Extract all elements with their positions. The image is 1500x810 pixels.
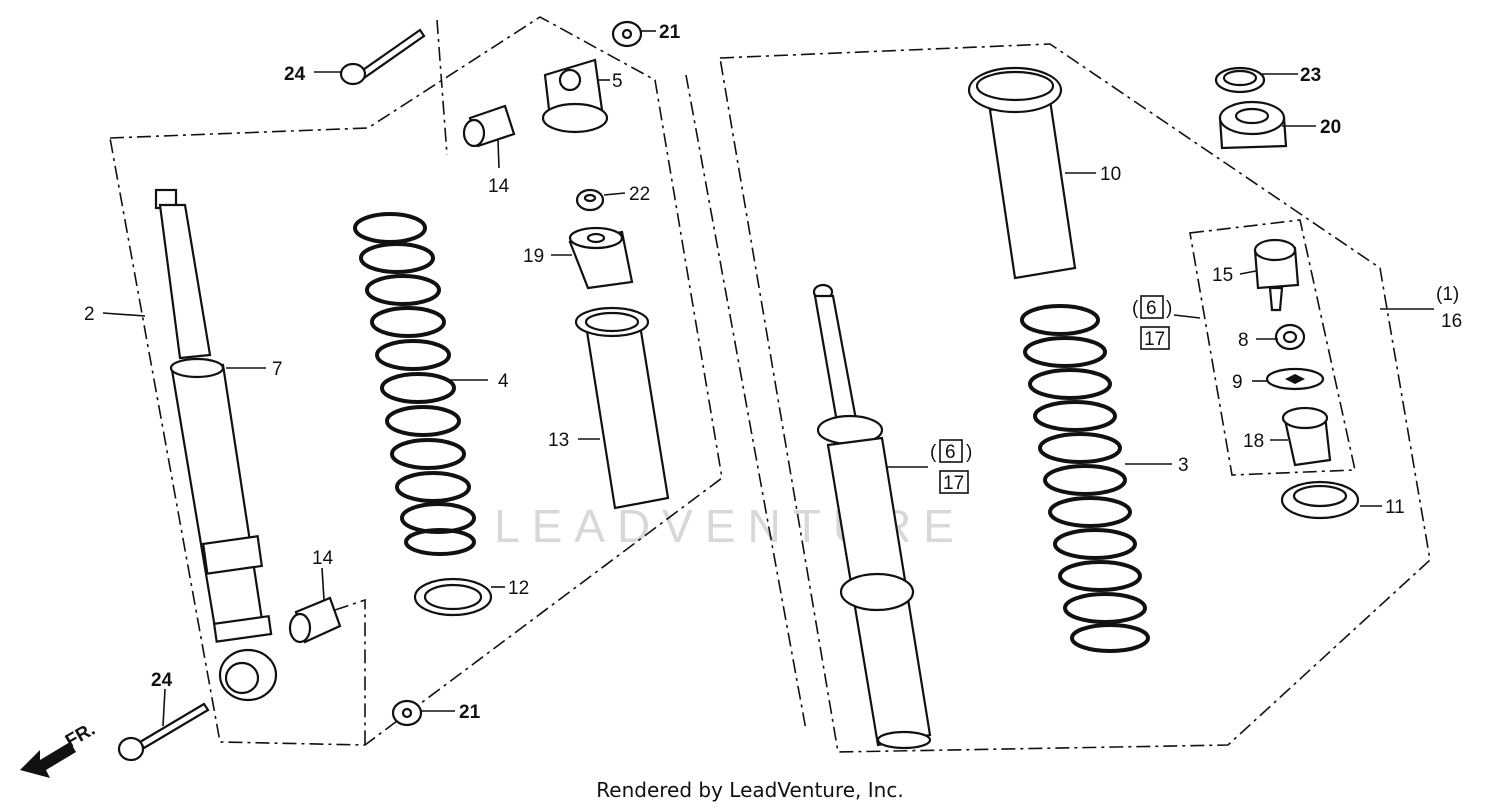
dust-boot-10 — [967, 66, 1077, 280]
bushing-14-bottom — [288, 596, 342, 644]
leader-lines — [102, 30, 1434, 727]
bump-rubber-19 — [568, 226, 634, 290]
nut-21-top — [611, 20, 643, 48]
dust-boot-13 — [574, 306, 670, 510]
callout-19: 19 — [523, 246, 544, 267]
upper-joint-5 — [541, 58, 609, 134]
spring-4 — [353, 212, 476, 556]
divider-line — [685, 74, 807, 731]
bolt-24-top — [339, 28, 426, 86]
valve-subassembly-boundary — [1189, 219, 1356, 476]
ref-box-17: 17 — [943, 473, 964, 494]
damper-unit — [812, 283, 932, 750]
ref-close-paren: ) — [1166, 298, 1172, 319]
o-ring-8 — [1274, 323, 1306, 351]
callout-18: 18 — [1243, 431, 1264, 452]
ref-open-paren: ( — [930, 442, 937, 463]
callout-21-top: 21 — [659, 22, 681, 43]
callout-2: 2 — [84, 304, 95, 325]
callout-1: (1) — [1436, 284, 1459, 305]
callout-13: 13 — [548, 430, 569, 451]
callout-8: 8 — [1238, 330, 1249, 351]
right-group-boundary — [719, 43, 1431, 753]
ref-box-6: 6 — [1146, 298, 1157, 319]
callout-7: 7 — [272, 359, 283, 380]
left-group-boundary — [109, 16, 723, 746]
callout-16: 16 — [1441, 311, 1462, 332]
bump-stop-18 — [1281, 406, 1332, 467]
callout-20: 20 — [1320, 117, 1341, 138]
left-bushing-boundary — [334, 19, 448, 745]
boxed-ref-upper: ( 6 ) 17 — [1132, 295, 1172, 350]
nut-21-bottom — [391, 699, 423, 727]
callout-3: 3 — [1178, 455, 1189, 476]
ref-open-paren: ( — [1132, 298, 1139, 319]
callout-14-bottom: 14 — [312, 548, 334, 569]
callout-22: 22 — [629, 184, 650, 205]
callout-9: 9 — [1232, 372, 1243, 393]
ref-box-6: 6 — [945, 442, 956, 463]
callout-15: 15 — [1212, 265, 1233, 286]
callout-21-bottom: 21 — [459, 702, 481, 723]
callout-10: 10 — [1100, 164, 1121, 185]
washer-9 — [1265, 367, 1325, 391]
callout-labels: 24 21 5 14 22 19 2 7 4 13 14 12 24 21 23… — [84, 22, 1462, 723]
adjuster-nut-20 — [1218, 100, 1288, 150]
nut-22 — [575, 188, 605, 212]
callout-24-top: 24 — [284, 64, 306, 85]
spring-seat-11 — [1280, 480, 1360, 520]
spring-3 — [1020, 304, 1150, 653]
bolt-24-bottom — [117, 702, 210, 762]
callout-4: 4 — [498, 371, 509, 392]
valve-15 — [1253, 238, 1300, 312]
ref-box-17: 17 — [1144, 329, 1165, 350]
lock-collar-23 — [1214, 66, 1266, 94]
ref-close-paren: ) — [966, 442, 972, 463]
callout-5: 5 — [612, 71, 623, 92]
footer-credit: Rendered by LeadVenture, Inc. — [596, 778, 904, 802]
front-direction-arrow: FR. — [20, 719, 99, 778]
washer-12 — [413, 577, 493, 617]
bushing-14-top — [462, 104, 516, 148]
callout-11: 11 — [1385, 497, 1405, 518]
callout-23: 23 — [1300, 65, 1321, 86]
shock-absorber — [154, 188, 278, 702]
callout-24-bottom: 24 — [151, 670, 173, 691]
boxed-ref-lower: ( 6 ) 17 — [930, 439, 972, 494]
callout-12: 12 — [508, 578, 529, 599]
callout-14-top: 14 — [488, 176, 510, 197]
